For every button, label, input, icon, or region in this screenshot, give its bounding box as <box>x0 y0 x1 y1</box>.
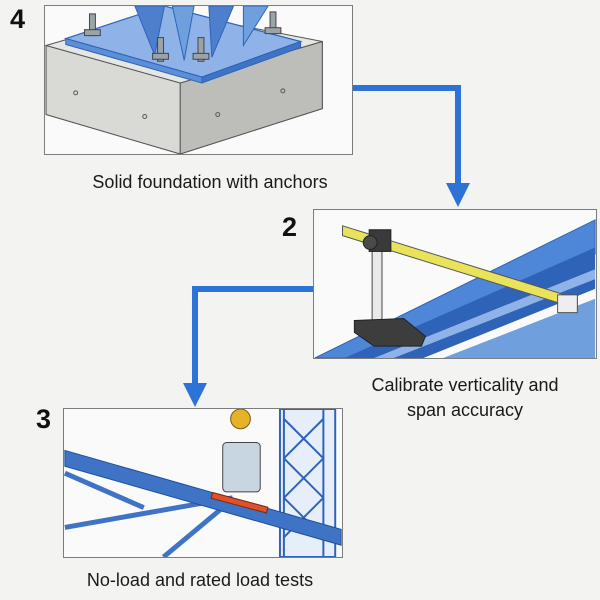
step-number-2: 2 <box>282 212 298 242</box>
foundation-illustration <box>45 6 323 154</box>
arrow-2-to-3 <box>192 286 313 385</box>
calibration-illustration <box>314 219 596 358</box>
arrow-head-2-to-3 <box>183 383 207 407</box>
calibration-illustration-panel <box>313 209 597 359</box>
test-pad <box>210 491 269 514</box>
step-3-caption: No-load and rated load tests <box>86 570 314 590</box>
test-weight <box>222 442 261 493</box>
step-2-caption-line-2: span accuracy <box>406 400 524 420</box>
gauge-base <box>353 318 426 347</box>
arrow-head-4-to-2 <box>446 183 470 207</box>
load-test-illustration-panel <box>63 408 343 558</box>
step-number-4: 4 <box>10 4 26 34</box>
load-test-illustration <box>64 409 342 557</box>
step-number-3: 3 <box>36 404 52 434</box>
gauge-post <box>371 247 383 327</box>
foundation-illustration-panel <box>44 5 353 155</box>
arrow-4-to-2 <box>353 85 461 185</box>
step-2-caption-line-1: Calibrate verticality and <box>371 375 559 395</box>
step-4-caption: Solid foundation with anchors <box>92 172 328 192</box>
crane-hook <box>230 409 251 430</box>
